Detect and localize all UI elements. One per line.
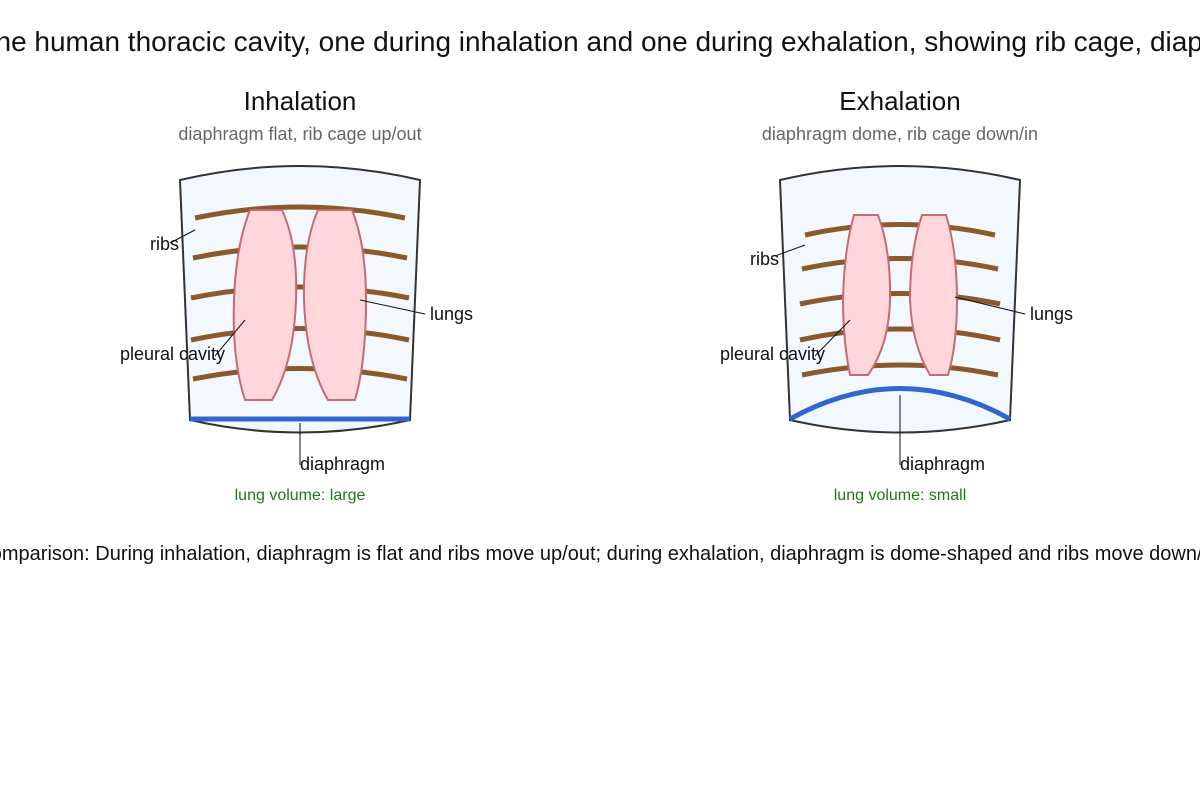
lungs-leader-line — [359, 299, 426, 315]
rib — [192, 366, 408, 382]
right-lung-inhalation — [302, 209, 368, 401]
ribs-label: ribs — [750, 249, 779, 269]
lung-volume-inhalation: lung volume: large — [235, 487, 366, 504]
panel-title-exhalation: Exhalation — [839, 86, 960, 116]
rib — [192, 244, 408, 261]
diaphragm-label: diaphragm — [300, 454, 385, 474]
inhalation-panel: Inhalation diaphragm flat, rib cage up/o… — [120, 86, 473, 504]
ribs-leader-line — [774, 244, 806, 257]
ribs-exhalation — [799, 222, 1001, 378]
rib — [194, 204, 406, 221]
panel-title-inhalation: Inhalation — [244, 86, 357, 116]
rib — [801, 256, 999, 272]
diaphragm-label: diaphragm — [900, 454, 985, 474]
comparison-caption: Comparison: During inhalation, diaphragm… — [0, 543, 1200, 565]
ribs-inhalation — [190, 204, 410, 382]
pleural-leader-line — [214, 319, 246, 357]
lungs-leader-line — [954, 296, 1026, 315]
pleural-leader-line — [814, 319, 851, 357]
left-lung-exhalation — [841, 214, 892, 376]
rib — [799, 291, 1001, 307]
lungs-label: lungs — [430, 304, 473, 324]
right-lung-exhalation — [908, 214, 959, 376]
ribs-label: ribs — [150, 234, 179, 254]
pleural-cavity-label: pleural cavity — [720, 344, 825, 364]
panel-subtitle-exhalation: diaphragm dome, rib cage down/in — [762, 124, 1038, 144]
lungs-label: lungs — [1030, 304, 1073, 324]
rib — [801, 362, 999, 378]
rib — [190, 326, 410, 343]
page-title: Two cross-section diagrams of the human … — [0, 26, 1200, 57]
rib — [190, 284, 410, 301]
diaphragm-exhalation — [788, 386, 1012, 422]
ribs-leader-line — [169, 229, 196, 244]
left-lung-inhalation — [232, 209, 298, 401]
rib — [799, 326, 1001, 343]
rib — [804, 222, 996, 238]
lung-volume-exhalation: lung volume: small — [834, 487, 967, 504]
pleural-cavity-label: pleural cavity — [120, 344, 225, 364]
exhalation-panel: Exhalation diaphragm dome, rib cage down… — [720, 86, 1073, 504]
thoracic-cavity-exhalation — [778, 165, 1022, 434]
panel-subtitle-inhalation: diaphragm flat, rib cage up/out — [178, 124, 421, 144]
